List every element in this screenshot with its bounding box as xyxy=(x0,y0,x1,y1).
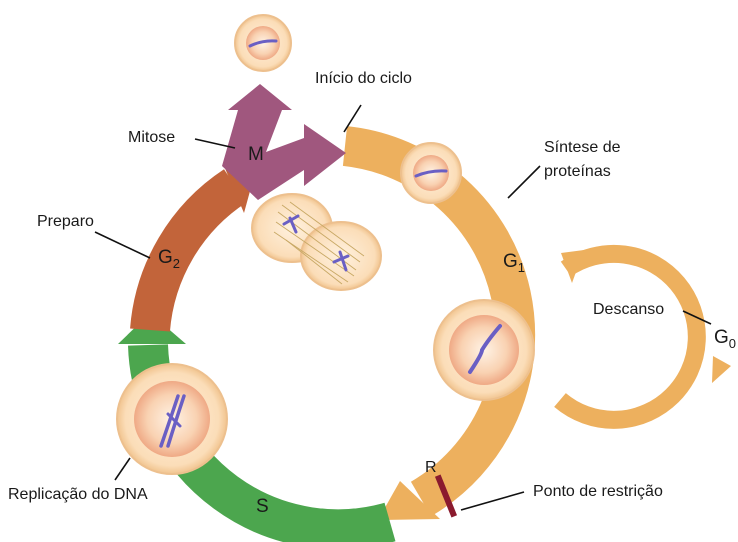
label-mitosis: Mitose xyxy=(128,129,175,146)
g1-large-cell xyxy=(434,300,534,400)
g0-main: G xyxy=(714,327,729,348)
g0-return-arrowhead xyxy=(712,356,731,383)
g2-main: G xyxy=(158,247,173,268)
leader-preparation xyxy=(95,232,150,258)
label-cycle-start: Início do ciclo xyxy=(315,70,412,87)
phase-m-label: M xyxy=(248,144,264,165)
m-arrow xyxy=(222,84,346,200)
label-protein-synthesis-1: Síntese de xyxy=(544,139,621,156)
g1-small-cell xyxy=(401,143,461,203)
g0-sub: 0 xyxy=(729,336,736,351)
label-restriction-point: Ponto de restrição xyxy=(533,483,663,500)
daughter-cell-top xyxy=(235,15,291,71)
label-rest: Descanso xyxy=(593,301,664,318)
label-dna-replication: Replicação do DNA xyxy=(8,486,148,503)
restriction-r-label: R xyxy=(425,459,437,476)
g2-sub: 2 xyxy=(173,256,180,271)
phase-g1-label: G1 xyxy=(503,251,525,275)
g1-sub: 1 xyxy=(518,260,525,275)
phase-s-label: S xyxy=(256,496,269,517)
dividing-cell xyxy=(252,194,381,290)
label-protein-synthesis-2: proteínas xyxy=(544,163,611,180)
g1-main: G xyxy=(503,251,518,272)
g0-loop-arc xyxy=(560,254,697,420)
phase-g0-label: G0 xyxy=(714,327,736,351)
leader-protein-synthesis xyxy=(508,166,540,198)
s-phase-cell xyxy=(117,364,227,474)
leader-restriction-point xyxy=(461,492,524,510)
label-preparation: Preparo xyxy=(37,213,94,230)
leader-dna-replication xyxy=(115,458,130,480)
